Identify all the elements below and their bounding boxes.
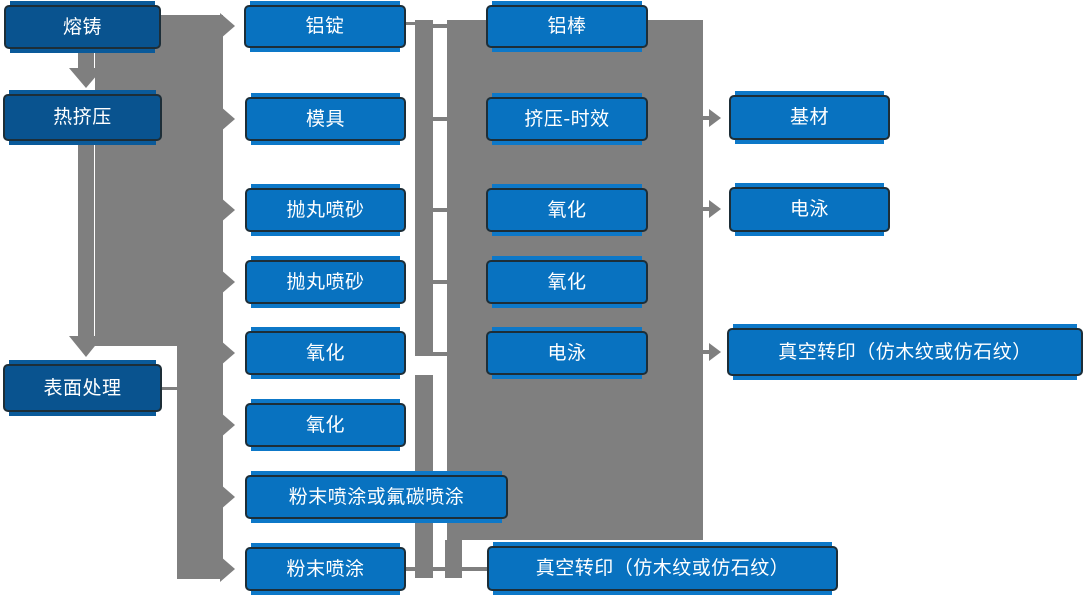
down-arrow-2-stem <box>78 140 94 338</box>
arrow-to-dianyong2-stem <box>703 207 709 211</box>
node-yanghua4: 氧化 <box>486 260 648 304</box>
stub-lvding <box>405 22 417 25</box>
arrow-to-muju-icon <box>220 106 235 132</box>
down-arrow-1-stem <box>78 48 94 70</box>
arrow-to-jicai-stem <box>703 116 709 120</box>
node-lvding: 铝锭 <box>244 5 406 48</box>
node-rongzhu: 熔铸 <box>4 5 161 49</box>
arrow-to-dianyong2-icon <box>709 200 721 218</box>
stub-row1 <box>433 24 447 28</box>
arrow-to-yanghua2-icon <box>220 412 235 438</box>
stub-row4 <box>433 280 447 284</box>
node-yanghua3: 氧化 <box>486 188 648 232</box>
node-muju: 模具 <box>245 97 406 141</box>
arrow-to-fenmo-futan-icon <box>220 484 235 510</box>
junction-block-tail <box>445 540 462 578</box>
arrow-to-lvding-icon <box>220 13 235 39</box>
arrow-to-paowan2-icon <box>220 269 235 295</box>
node-paowanpensha2: 抛丸喷砂 <box>245 260 406 304</box>
stub-row3 <box>433 208 447 212</box>
middle-bus-bar-upper <box>415 20 433 356</box>
surface-treatment-link <box>160 387 178 390</box>
node-biaomianchuli: 表面处理 <box>3 364 162 412</box>
down-arrow-1-head-icon <box>69 68 103 88</box>
left-trunk-slab-lower <box>177 346 223 579</box>
left-trunk-slab <box>95 15 223 346</box>
arrow-to-jicai-icon <box>709 109 721 127</box>
arrow-to-yanghua1-icon <box>220 340 235 366</box>
node-fenmo-futan: 粉末喷涂或氟碳喷涂 <box>245 475 508 519</box>
node-jiya-shixiao: 挤压-时效 <box>486 97 648 141</box>
node-zhenkong-right: 真空转印（仿木纹或仿石纹） <box>727 328 1083 376</box>
node-dianyong1: 电泳 <box>486 331 648 375</box>
node-dianyong2: 电泳 <box>729 187 890 232</box>
arrow-to-zhenkong-icon <box>709 343 721 361</box>
node-yanghua1: 氧化 <box>245 331 406 375</box>
node-zhenkong-bottom: 真空转印（仿木纹或仿石纹） <box>487 546 838 591</box>
node-jicai: 基材 <box>729 95 890 140</box>
down-arrow-2-head-icon <box>69 336 103 357</box>
arrow-to-zhenkong-stem <box>703 350 709 354</box>
arrow-to-fenmopentu-icon <box>220 556 235 582</box>
stub-row5 <box>433 352 447 356</box>
arrow-to-paowan1-icon <box>220 197 235 223</box>
stub-row2 <box>433 117 447 121</box>
node-lvbang: 铝棒 <box>486 5 648 48</box>
node-rejiya: 热挤压 <box>3 94 162 141</box>
node-fenmopentu: 粉末喷涂 <box>245 547 406 591</box>
node-paowanpensha1: 抛丸喷砂 <box>245 188 406 232</box>
node-yanghua2: 氧化 <box>245 403 406 447</box>
